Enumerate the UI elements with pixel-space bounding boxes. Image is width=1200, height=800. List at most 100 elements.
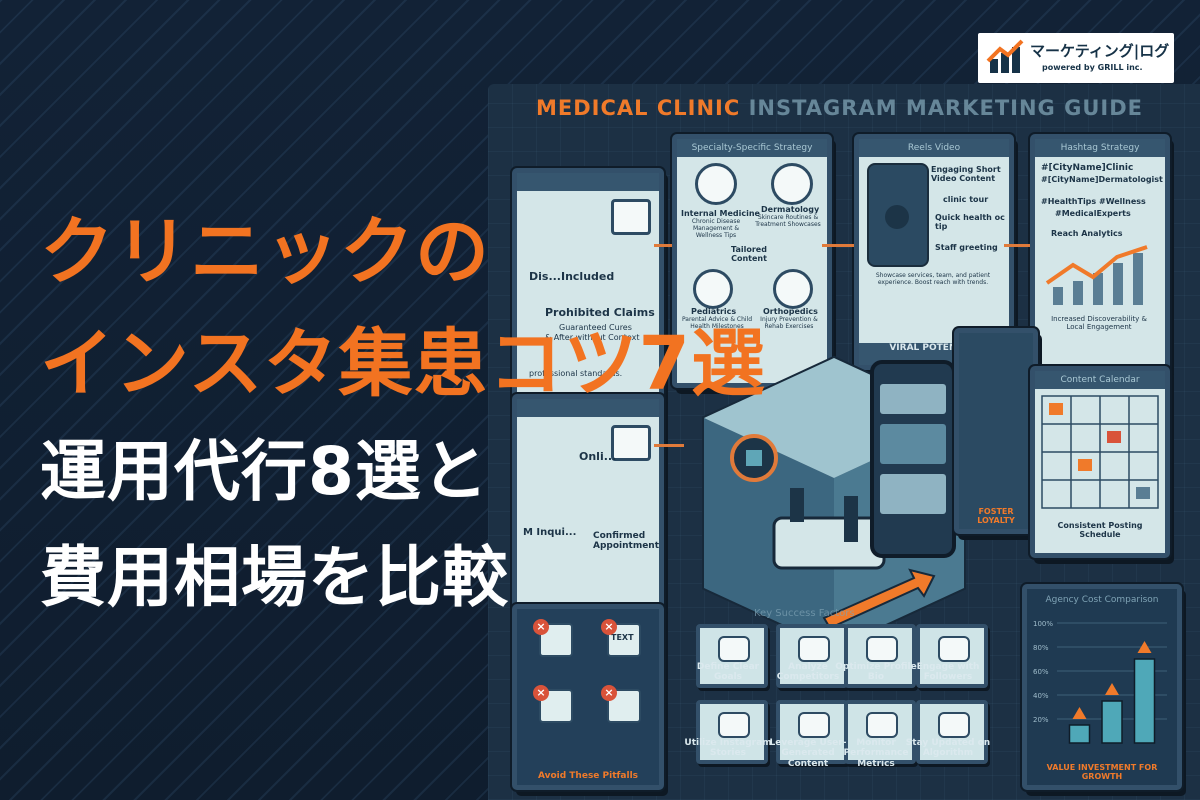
compliance-item-4: & After without Context xyxy=(545,333,640,342)
calendar-panel: Content Calendar Consistent Posting Sche… xyxy=(1030,366,1170,558)
reach-analytics-label: Reach Analytics xyxy=(1051,229,1123,238)
gear-icon xyxy=(938,712,970,738)
pitfall-text-label: TEXT xyxy=(611,633,634,642)
internal-medicine-title: Internal Medicine xyxy=(681,209,760,218)
tile-ugc xyxy=(776,700,848,764)
users-icon xyxy=(798,712,830,738)
chart-icon xyxy=(611,199,651,235)
loyalty-panel: FOSTER LOYALTY xyxy=(954,328,1038,534)
reels-title: Engaging Short Video Content xyxy=(931,165,1001,184)
booking-item-3: Confirmed Appointment xyxy=(593,531,660,552)
error-icon-3: × xyxy=(533,685,549,701)
hashtag-1: #[CityName]Clinic xyxy=(1041,163,1134,173)
cost-chart: 100%80%60%40%20% xyxy=(1033,620,1167,744)
error-icon-1: × xyxy=(533,619,549,635)
tile-define-goals xyxy=(696,624,768,688)
hashtag-4: #Wellness xyxy=(1099,197,1146,206)
tile-label-1: Define Clear Goals xyxy=(696,662,760,683)
instagram-icon xyxy=(718,712,750,738)
compliance-item-3: Guaranteed Cures xyxy=(559,323,632,332)
tile-monitor-metrics xyxy=(844,700,916,764)
reels-body: Showcase services, team, and patient exp… xyxy=(875,272,991,286)
hashtag-5: #MedicalExperts xyxy=(1055,209,1131,218)
hashtag-panel-header: Hashtag Strategy xyxy=(1035,139,1165,157)
orthopedics-sub: Injury Prevention & Rehab Exercises xyxy=(760,316,818,330)
cost-arrow-icon xyxy=(1137,641,1152,653)
target-icon xyxy=(718,636,750,662)
phone-screen-block-1 xyxy=(880,384,946,414)
cost-arrow-icon xyxy=(1105,683,1119,695)
cost-tick-label: 20% xyxy=(1033,716,1049,724)
reels-item-2: Quick health oc tip xyxy=(935,213,1005,232)
cost-footer: VALUE INVESTMENT FOR GROWTH xyxy=(1046,763,1158,781)
cost-bar xyxy=(1133,658,1156,744)
tile-label-6: Leverage User-Generated Content xyxy=(769,738,847,769)
cost-panel-header: Agency Cost Comparison xyxy=(1045,595,1159,605)
booking-panel-header xyxy=(517,399,659,417)
hashtag-result: Increased Discoverability & Local Engage… xyxy=(1051,315,1147,332)
headline-line-3: 運用代行8選と xyxy=(40,433,489,510)
phone-screen-block-2 xyxy=(880,424,946,464)
calendar-label: Consistent Posting Schedule xyxy=(1057,521,1143,540)
tile-label-2: Analyze Competitors xyxy=(776,662,840,683)
hashtag-panel: Hashtag Strategy #[CityName]Clinic #[Cit… xyxy=(1030,134,1170,374)
connector-arrow-2 xyxy=(822,244,854,247)
pitfalls-footer: Avoid These Pitfalls xyxy=(537,771,639,781)
headline-line-4: 費用相場を比較 xyxy=(40,539,509,616)
phone-mockup xyxy=(870,360,956,558)
cost-arrow-icon xyxy=(1072,707,1087,719)
baby-icon xyxy=(693,269,733,309)
strategies-section: Key Success Factors Define Clear Goals A… xyxy=(684,604,1014,800)
connector-arrow-1 xyxy=(654,244,672,247)
calendar-icon xyxy=(611,425,651,461)
infographic-title: MEDICAL CLINIC INSTAGRAM MARKETING GUIDE xyxy=(536,96,1143,120)
headline-line-1: クリニックの xyxy=(40,209,490,295)
compliance-panel-header xyxy=(517,173,659,191)
loyalty-label: FOSTER LOYALTY xyxy=(977,507,1015,525)
error-icon-4: × xyxy=(601,685,617,701)
pediatrics-title: Pediatrics xyxy=(691,307,737,316)
compliance-item-2: Prohibited Claims xyxy=(545,306,655,319)
brand-logo[interactable]: マーケティング|ログ powered by GRILL inc. xyxy=(978,33,1174,83)
bone-icon xyxy=(773,269,813,309)
tile-algorithm xyxy=(916,700,988,764)
tile-label-4: Engage with Followers xyxy=(916,662,980,683)
reels-panel: Reels Video Engaging Short Video Content… xyxy=(854,134,1014,370)
logo-name: マーケティング|ログ xyxy=(1030,42,1170,60)
magnifier-icon xyxy=(798,636,830,662)
calendar-grid-icon xyxy=(1041,395,1159,509)
hashtag-3: #HealthTips xyxy=(1041,197,1097,206)
specialty-panel-header: Specialty-Specific Strategy xyxy=(677,139,827,157)
compliance-panel: Dis...Included Prohibited Claims Guarant… xyxy=(512,168,664,428)
tile-label-3: Optimize Profile Bio xyxy=(835,662,917,683)
reach-chart-icon xyxy=(1045,245,1148,305)
phone-screen-block-3 xyxy=(880,474,946,514)
internal-medicine-sub: Chronic Disease Management & Wellness Ti… xyxy=(691,218,741,239)
reels-item-1: clinic tour xyxy=(943,195,989,204)
reels-footer: VIRAL POTENTIAL xyxy=(889,343,979,353)
booking-item-2: M Inqui... xyxy=(523,527,577,538)
hashtag-2: #[CityName]Dermatologist xyxy=(1041,175,1163,184)
reels-item-3: Staff greeting xyxy=(935,243,998,252)
tile-engage-followers xyxy=(916,624,988,688)
tile-optimize-profile xyxy=(844,624,916,688)
dermatology-sub: Skincare Routines & Treatment Showcases xyxy=(755,214,821,228)
skin-layers-icon xyxy=(771,163,813,205)
phone-video-icon xyxy=(867,163,929,267)
line-chart-icon xyxy=(866,712,898,738)
compliance-item-1: Dis...Included xyxy=(529,270,615,283)
cost-bar xyxy=(1068,724,1091,744)
cost-tick-label: 80% xyxy=(1033,644,1049,652)
cost-tick-label: 100% xyxy=(1033,620,1053,628)
tile-label-8: Stay Updated on Algorithm xyxy=(905,738,991,759)
booking-item-1: Onli... xyxy=(579,450,617,463)
error-icon-2: × xyxy=(601,619,617,635)
tailored-content-label: Tailored Content xyxy=(731,245,767,264)
connector-arrow-4 xyxy=(654,444,684,447)
tile-analyze-competitors xyxy=(776,624,848,688)
pediatrics-sub: Parental Advice & Child Health Milestone… xyxy=(681,316,753,330)
compliance-item-5: professional standards. xyxy=(529,369,623,378)
cost-panel: Agency Cost Comparison 100%80%60%40%20% … xyxy=(1022,584,1182,790)
infographic: MEDICAL CLINIC INSTAGRAM MARKETING GUIDE… xyxy=(488,84,1200,800)
